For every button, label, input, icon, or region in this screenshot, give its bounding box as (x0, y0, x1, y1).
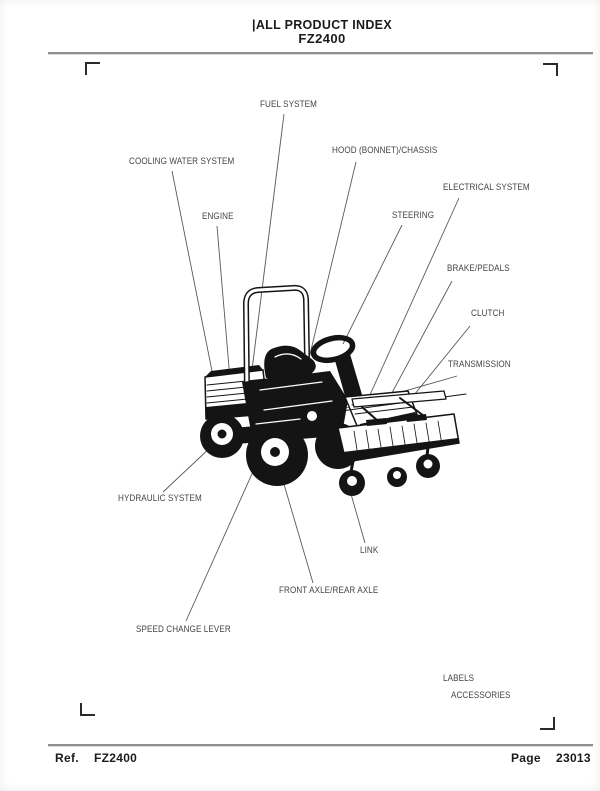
engine-pulley (307, 411, 317, 421)
leader-line-steering (342, 224, 403, 345)
rear-wheel-tire (200, 414, 244, 458)
rear-wheel-rim (211, 423, 233, 445)
leader-line-link (350, 493, 366, 544)
leader-line-engine (216, 225, 232, 392)
seat (264, 345, 316, 383)
label-hydraulic-system[interactable]: HYDRAULIC SYSTEM (118, 493, 202, 503)
platform-edge (360, 412, 418, 433)
deck-skirt-shadow (343, 438, 459, 462)
label-engine[interactable]: ENGINE (202, 211, 234, 221)
footer-ref-label: Ref. (55, 751, 79, 765)
front-wheel-inner (315, 423, 361, 469)
label-clutch[interactable]: CLUTCH (471, 308, 505, 318)
label-cooling-water-system[interactable]: COOLING WATER SYSTEM (129, 156, 235, 166)
label-accessories[interactable]: ACCESSORIES (451, 690, 511, 700)
front-wheel-rim (261, 438, 289, 466)
leader-line-electrical-system (368, 197, 460, 398)
steering-column (334, 354, 363, 403)
rops-bar-inner (244, 286, 309, 394)
rops-bar-outline (243, 284, 310, 395)
mower-deck (337, 413, 460, 463)
hood-lower-shadow (206, 401, 268, 419)
engine-highlights (255, 381, 333, 425)
hood-vent-slats (206, 378, 268, 404)
deck-linkage-bar (351, 390, 447, 408)
deck-lift-rod (333, 393, 467, 413)
platform (344, 390, 419, 434)
leader-lines (162, 113, 471, 622)
leader-line-clutch (396, 325, 471, 417)
deck-linkage-braces (361, 397, 425, 429)
page-title: |ALL PRODUCT INDEX (252, 18, 392, 32)
leader-line-transmission (331, 375, 458, 413)
steering-wheel (310, 334, 356, 364)
gauge-wheel-mid (387, 467, 407, 487)
crop-mark-bottom-left (80, 703, 95, 716)
seat-highlight (274, 353, 302, 360)
deck-pulley-cap-left (366, 418, 387, 426)
footer-ref-value: FZ2400 (94, 751, 138, 765)
leader-line-brake-pedals (385, 280, 453, 405)
hood-top-cap (205, 365, 263, 377)
label-electrical-system[interactable]: ELECTRICAL SYSTEM (443, 182, 530, 192)
front-wheel-tire (246, 424, 308, 486)
model-number: FZ2400 (298, 31, 346, 46)
crop-mark-top-right (543, 63, 558, 76)
label-hood-bonnet-chassis[interactable]: HOOD (BONNET)/CHASSIS (332, 145, 438, 155)
caster-wheel-left (339, 470, 365, 496)
footer-page-label: Page (511, 751, 541, 765)
mower-illustration (200, 284, 467, 496)
rear-wheel-hub (217, 429, 227, 439)
caster-hub-right (423, 459, 433, 469)
header-rule (48, 52, 593, 54)
leader-line-hydraulic-system (162, 445, 213, 493)
front-wheel-hub (270, 447, 280, 457)
deck-pulley-cap-right (406, 414, 427, 422)
leader-line-cooling-water-system (171, 170, 216, 387)
crop-mark-bottom-right (540, 717, 555, 730)
caster-fork-left (349, 459, 355, 474)
hood-body (204, 369, 269, 420)
deck-hatch (353, 420, 443, 457)
leader-line-hood-bonnet-chassis (299, 161, 357, 397)
label-brake-pedals[interactable]: BRAKE/PEDALS (447, 263, 510, 273)
page-header: |ALL PRODUCT INDEX FZ2400 (0, 18, 600, 46)
label-labels[interactable]: LABELS (443, 673, 475, 683)
leader-line-speed-change-lever (185, 455, 261, 622)
leader-line-front-axle-rear-axle (280, 473, 314, 584)
label-steering[interactable]: STEERING (392, 210, 435, 220)
frame-rail (232, 420, 338, 444)
platform-lines (351, 397, 414, 415)
gauge-hub-mid (393, 471, 401, 479)
footer-page-value: 23013 (556, 751, 591, 765)
caster-wheel-right (416, 454, 440, 478)
footer-rule (48, 744, 593, 746)
label-speed-change-lever[interactable]: SPEED CHANGE LEVER (136, 624, 231, 634)
label-transmission[interactable]: TRANSMISSION (448, 359, 511, 369)
label-front-axle-rear-axle[interactable]: FRONT AXLE/REAR AXLE (279, 585, 379, 595)
crop-mark-top-left (85, 62, 100, 75)
caster-hub-left (347, 476, 357, 486)
leader-line-fuel-system (248, 113, 285, 395)
label-fuel-system[interactable]: FUEL SYSTEM (260, 99, 317, 109)
engine-block (242, 371, 348, 437)
caster-fork-right (425, 445, 430, 458)
label-link[interactable]: LINK (360, 545, 379, 555)
